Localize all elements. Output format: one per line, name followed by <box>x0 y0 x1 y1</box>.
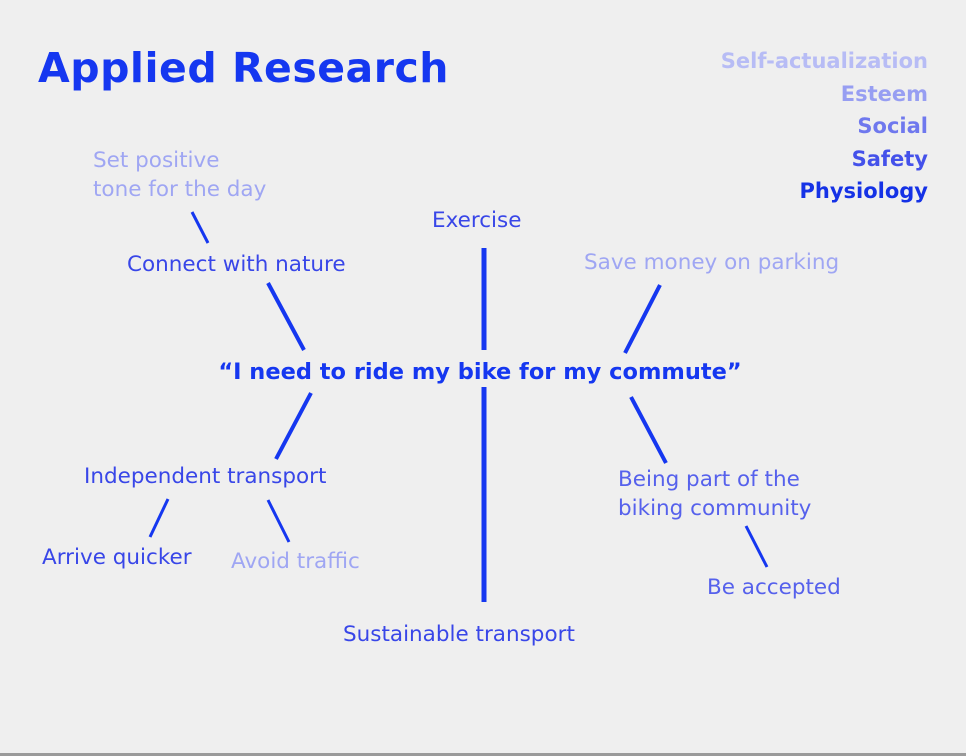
legend-social: Social <box>857 114 928 138</box>
node-arrive-quicker: Arrive quicker <box>42 545 192 570</box>
node-biking-community-line1: Being part of the <box>618 467 800 492</box>
node-independent-transport: Independent transport <box>84 464 327 489</box>
legend-safety: Safety <box>851 146 928 171</box>
node-avoid-traffic: Avoid traffic <box>231 549 360 574</box>
link-community-to-accepted <box>744 525 769 568</box>
link-nature-to-center <box>266 282 306 351</box>
node-biking-community-line2: biking community <box>618 496 812 521</box>
link-center-to-community <box>629 396 668 464</box>
node-set-positive-tone: Set positive tone for the day <box>93 146 266 204</box>
legend-esteem: Esteem <box>840 81 928 106</box>
link-parking-to-center <box>623 284 662 354</box>
node-be-accepted: Be accepted <box>707 575 841 600</box>
node-connect-with-nature: Connect with nature <box>127 252 346 277</box>
node-biking-community: Being part of the biking community <box>618 465 811 523</box>
node-set-positive-line1: Set positive <box>93 148 220 173</box>
link-independent-to-arrive <box>148 498 170 538</box>
legend-physiology: Physiology <box>799 179 928 203</box>
needs-legend: Self-actualization Esteem Social Safety … <box>721 45 928 208</box>
node-set-positive-line2: tone for the day <box>93 177 267 202</box>
legend-self-actualization: Self-actualization <box>720 49 928 73</box>
link-independent-to-avoid <box>266 499 291 543</box>
node-sustainable-transport: Sustainable transport <box>343 622 575 647</box>
center-statement: “I need to ride my bike for my commute” <box>218 359 742 385</box>
link-set-positive-to-nature <box>190 211 210 244</box>
node-save-money-on-parking: Save money on parking <box>584 250 840 275</box>
node-exercise: Exercise <box>432 208 522 233</box>
link-center-to-independent <box>274 392 313 460</box>
page-title: Applied Research <box>38 44 449 92</box>
